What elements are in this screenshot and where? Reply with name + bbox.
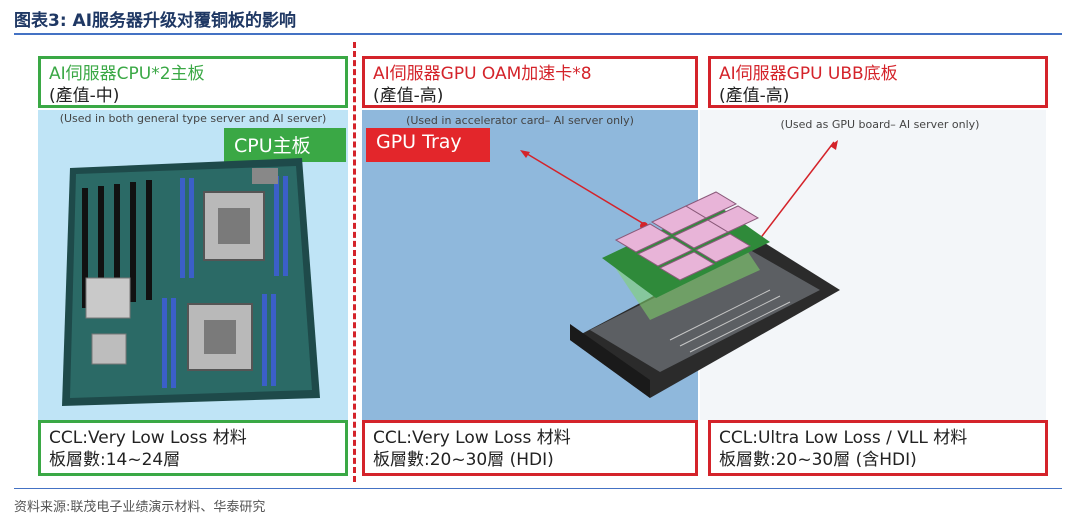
spec-box-cpu: CCL:Very Low Loss 材料 板層數:14~24層 [38,420,348,476]
spec-ubb-ccl: CCL:Ultra Low Loss / VLL 材料 [719,428,968,448]
footer-rule [14,488,1062,489]
figure-title: 图表3: AI服务器升级对覆铜板的影响 [14,11,297,31]
header-cpu-title: AI伺服器CPU*2主板 [49,64,205,84]
header-cpu-value: (產值-中) [49,86,120,106]
panel-divider [353,42,356,482]
motherboard-illustration [62,158,320,406]
tag-gpu-tray: GPU Tray [366,128,490,162]
note-cpu: (Used in both general type server and AI… [59,112,327,125]
spec-box-oam: CCL:Very Low Loss 材料 板層數:20~30層 (HDI) [362,420,698,476]
gpu-tray-illustration [520,140,840,398]
note-oam: (Used in accelerator card– AI server onl… [406,114,634,127]
header-oam-title: AI伺服器GPU OAM加速卡*8 [373,64,592,84]
spec-oam-layers: 板層數:20~30層 (HDI) [373,450,554,470]
header-ubb-title: AI伺服器GPU UBB底板 [719,64,898,84]
note-ubb: (Used as GPU board– AI server only) [780,118,980,131]
spec-cpu-ccl: CCL:Very Low Loss 材料 [49,428,247,448]
header-ubb-value: (產值-高) [719,86,790,106]
spec-oam-ccl: CCL:Very Low Loss 材料 [373,428,571,448]
header-box-ubb: AI伺服器GPU UBB底板 (產值-高) [708,56,1048,108]
header-box-cpu: AI伺服器CPU*2主板 (產值-中) [38,56,348,108]
spec-cpu-layers: 板層數:14~24層 [49,450,181,470]
spec-box-ubb: CCL:Ultra Low Loss / VLL 材料 板層數:20~30層 (… [708,420,1048,476]
title-rule [14,33,1062,35]
header-box-oam: AI伺服器GPU OAM加速卡*8 (產值-高) [362,56,698,108]
source-note: 资料来源:联茂电子业绩演示材料、华泰研究 [14,500,266,515]
spec-ubb-layers: 板層數:20~30層 (含HDI) [719,450,917,470]
header-oam-value: (產值-高) [373,86,444,106]
tag-cpu-board: CPU主板 [224,128,346,162]
